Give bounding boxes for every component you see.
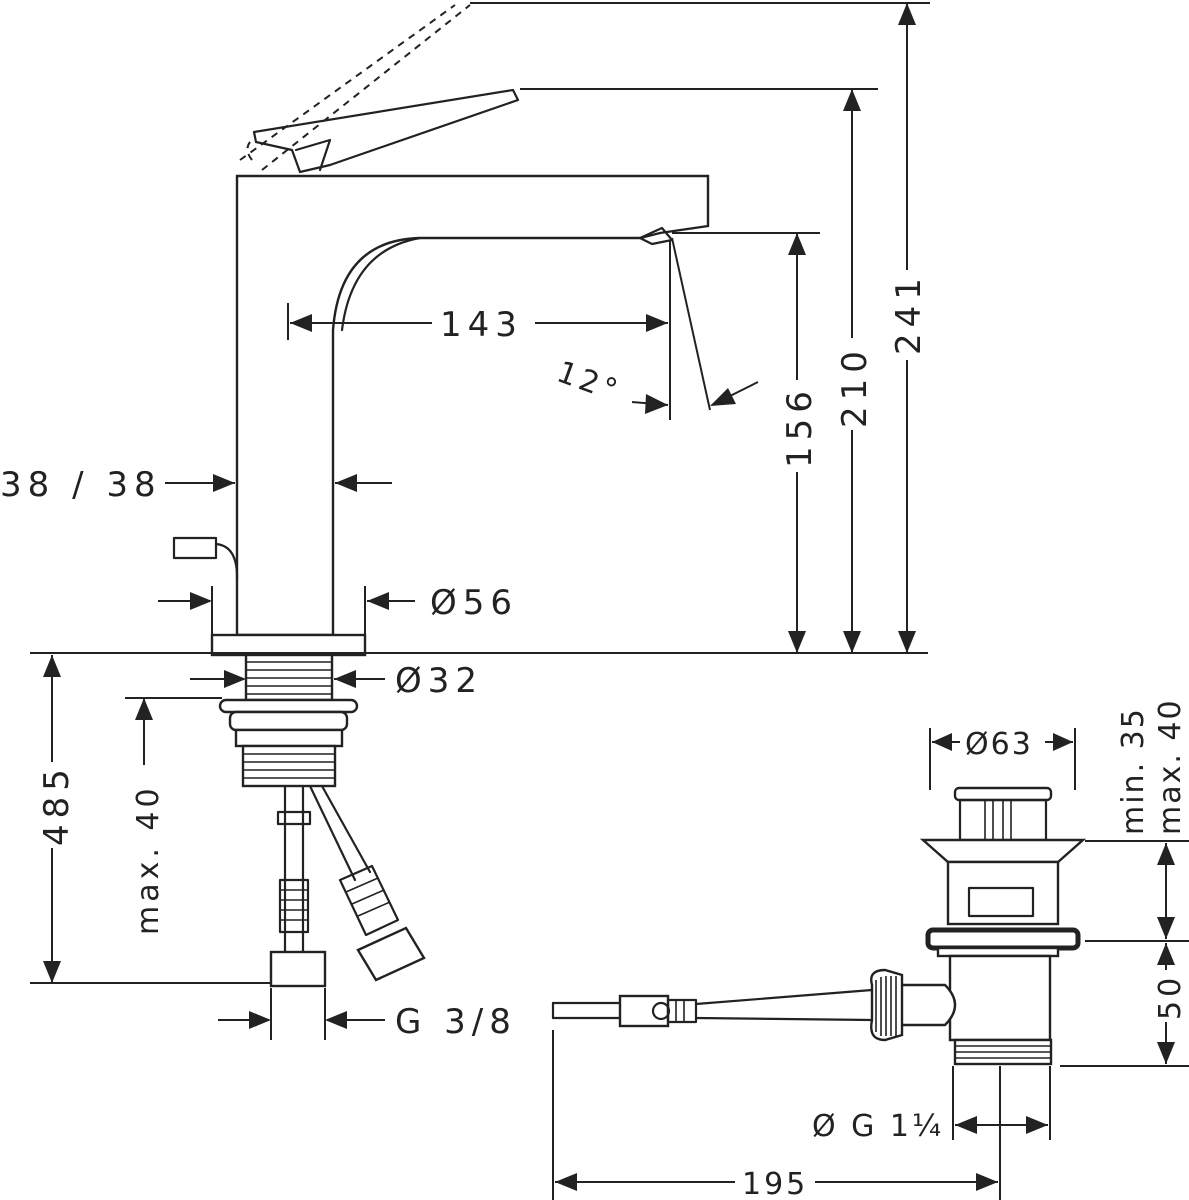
- dim-waste-min: min. 35: [1116, 707, 1151, 835]
- dim-waste-thread: Ø G 1¼: [812, 1109, 944, 1144]
- dim-shank-diameter: Ø32: [395, 661, 483, 701]
- dim-waste-cap-diameter: Ø63: [965, 727, 1033, 762]
- popup-waste: [551, 786, 1087, 1066]
- dim-body-width: 38 / 38: [0, 465, 162, 505]
- dim-hose-thread: G 3/8: [395, 1002, 517, 1042]
- mixer-body: [172, 4, 710, 988]
- dim-base-diameter: Ø56: [430, 583, 518, 623]
- dim-counter-thickness: max. 40: [131, 784, 166, 935]
- lever-open-position: [239, 4, 471, 171]
- threaded-shank: [218, 653, 359, 788]
- dim-waste-height: 50: [1153, 974, 1188, 1020]
- dim-spout-angle: 12°: [552, 355, 625, 410]
- waste-dimensions: Ø63 min. 35 max. 40 50 Ø G 1¼ 195: [552, 698, 1189, 1200]
- dim-spout-reach: 143: [440, 305, 523, 345]
- dim-lever-height: 210: [835, 345, 875, 428]
- supply-hoses: [269, 784, 426, 988]
- dim-waste-max: max. 40: [1153, 698, 1188, 835]
- lever-handle: [252, 88, 520, 174]
- dim-outlet-height: 156: [780, 385, 820, 468]
- mixer-dimensions: 241 210 156 143 12° 38 / 38: [0, 2, 930, 1042]
- popup-rod-knob: [172, 536, 218, 560]
- dim-hose-length: 485: [37, 763, 77, 846]
- dim-pull-rod-length: 195: [742, 1167, 808, 1200]
- mixer-spout-body: [235, 174, 710, 637]
- dim-total-height: 241: [889, 272, 929, 355]
